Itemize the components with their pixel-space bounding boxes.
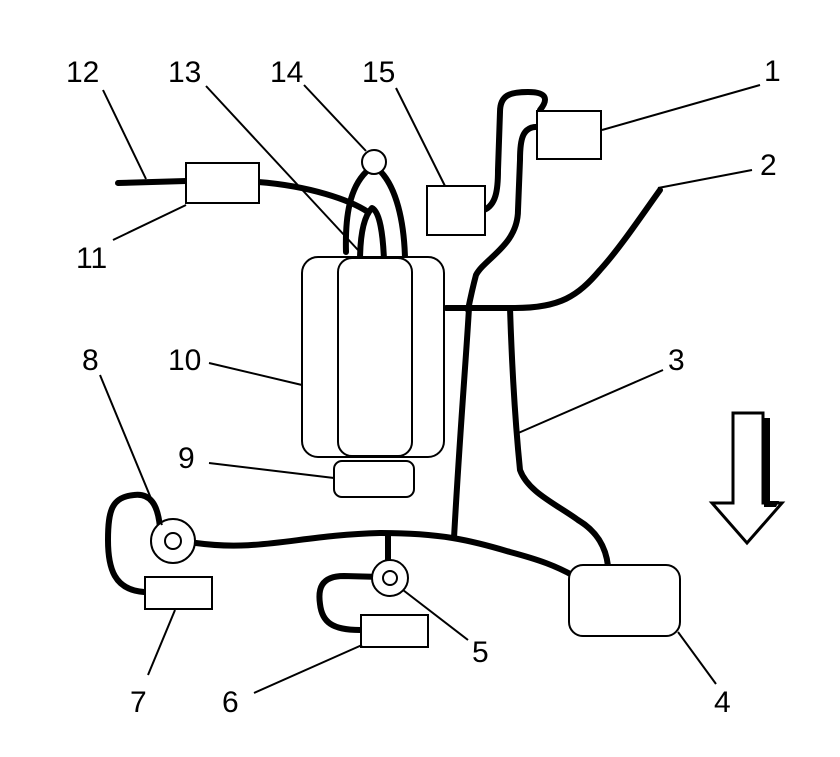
wire-12 bbox=[115, 178, 189, 186]
wire-3 bbox=[507, 305, 611, 569]
connector-15 bbox=[426, 185, 486, 236]
down-arrow-icon bbox=[708, 411, 786, 546]
leader-14 bbox=[303, 84, 367, 152]
label-1: 1 bbox=[764, 55, 781, 88]
leader-9 bbox=[208, 462, 335, 479]
wire-main-harness bbox=[193, 530, 577, 579]
callout-labels: 1 2 3 4 5 6 7 8 9 10 11 12 13 14 15 bbox=[66, 55, 781, 719]
module-4 bbox=[568, 564, 681, 637]
label-9: 9 bbox=[178, 442, 195, 475]
leader-13 bbox=[205, 85, 359, 251]
leader-6 bbox=[253, 644, 363, 694]
leader-2 bbox=[657, 169, 753, 189]
wire-15-to-1 bbox=[481, 89, 548, 213]
label-13: 13 bbox=[168, 56, 201, 89]
ground-ring-8-hole bbox=[164, 532, 182, 550]
leader-12 bbox=[102, 89, 147, 180]
connector-9 bbox=[333, 460, 415, 498]
leader-5 bbox=[402, 589, 469, 641]
label-5: 5 bbox=[472, 636, 489, 669]
label-14: 14 bbox=[270, 56, 303, 89]
wire-11-to-10 bbox=[255, 179, 371, 215]
label-11: 11 bbox=[76, 242, 107, 275]
harness-wires bbox=[105, 89, 663, 633]
label-10: 10 bbox=[168, 344, 201, 377]
wire-14-left bbox=[342, 169, 369, 255]
wire-1-to-junction bbox=[465, 123, 543, 313]
label-7: 7 bbox=[130, 686, 147, 719]
leader-10 bbox=[208, 362, 303, 386]
label-15: 15 bbox=[362, 56, 395, 89]
connector-7 bbox=[144, 576, 213, 610]
wire-2 bbox=[443, 187, 663, 311]
leader-3 bbox=[515, 369, 664, 435]
leader-lines bbox=[99, 84, 761, 694]
components bbox=[144, 110, 786, 648]
label-12: 12 bbox=[66, 56, 99, 89]
leader-15 bbox=[395, 87, 446, 187]
leader-11 bbox=[112, 204, 187, 241]
label-6: 6 bbox=[222, 686, 239, 719]
label-4: 4 bbox=[714, 686, 731, 719]
label-3: 3 bbox=[668, 344, 685, 377]
label-8: 8 bbox=[82, 344, 99, 377]
wire-5-to-6 bbox=[316, 573, 385, 633]
wire-14-right bbox=[378, 169, 408, 261]
leader-7 bbox=[147, 609, 176, 676]
connector-6 bbox=[360, 614, 429, 648]
connector-11 bbox=[185, 162, 260, 204]
label-2: 2 bbox=[760, 149, 777, 182]
leader-4 bbox=[677, 631, 717, 685]
wire-13-loop bbox=[357, 205, 387, 265]
sensor-14 bbox=[361, 149, 387, 175]
leader-8 bbox=[99, 374, 163, 526]
module-10-inner bbox=[337, 257, 413, 457]
wire-trunk-left bbox=[451, 305, 472, 541]
leader-1 bbox=[601, 84, 761, 131]
ground-ring-5-hole bbox=[382, 570, 398, 586]
connector-1 bbox=[536, 110, 602, 160]
